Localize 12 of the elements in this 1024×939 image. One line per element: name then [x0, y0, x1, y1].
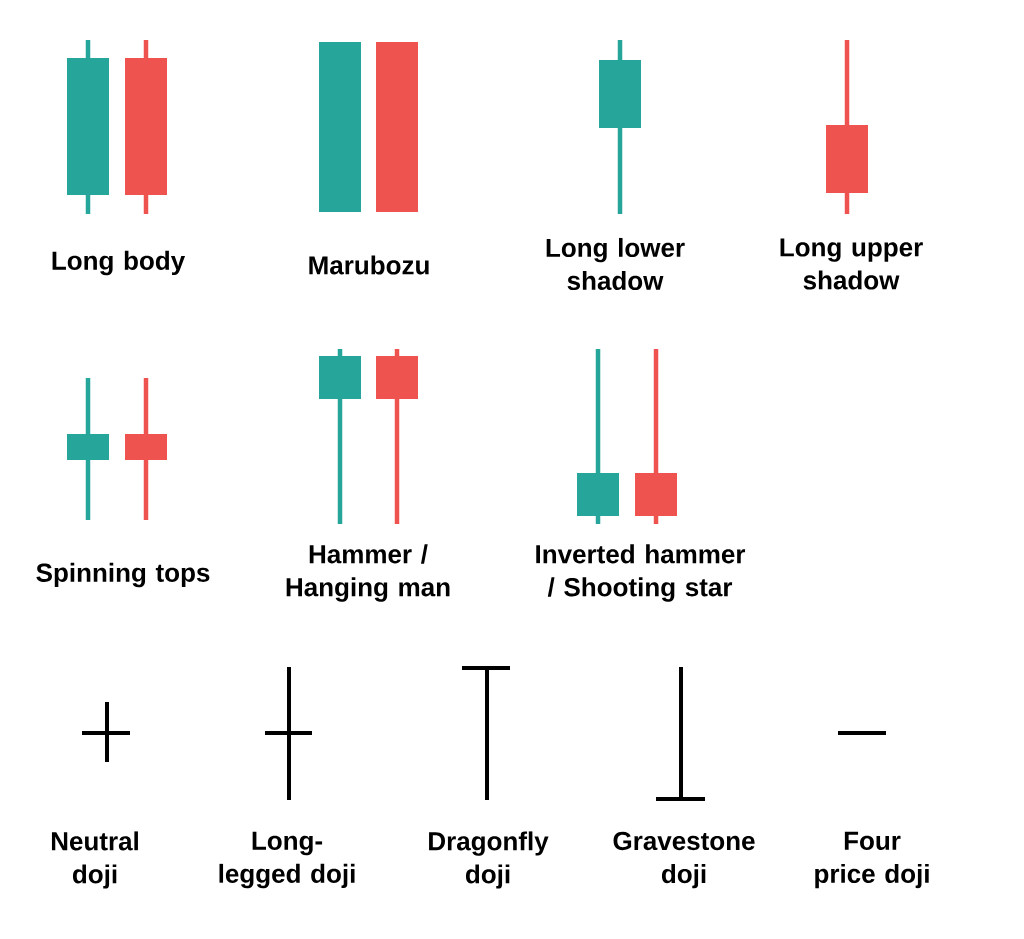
pattern-label: Spinning tops [36, 562, 210, 588]
pattern-label: Gravestone doji [613, 831, 755, 889]
pattern-label: Neutral doji [51, 831, 138, 889]
pattern-label: Dragonfly doji [429, 831, 549, 889]
pattern-label: Long upper shadow [780, 238, 923, 290]
pattern-label: Hammer / Hanging man [286, 544, 450, 602]
pattern-label: Long body [52, 250, 186, 276]
pattern-label: Long lower shadow [546, 237, 685, 291]
pattern-label: Long-legged doji [219, 831, 355, 889]
pattern-label: Four price doji [815, 831, 929, 889]
pattern-label: Marubozu [309, 255, 429, 275]
pattern-label: Inverted hammer / Shooting star [536, 544, 746, 602]
